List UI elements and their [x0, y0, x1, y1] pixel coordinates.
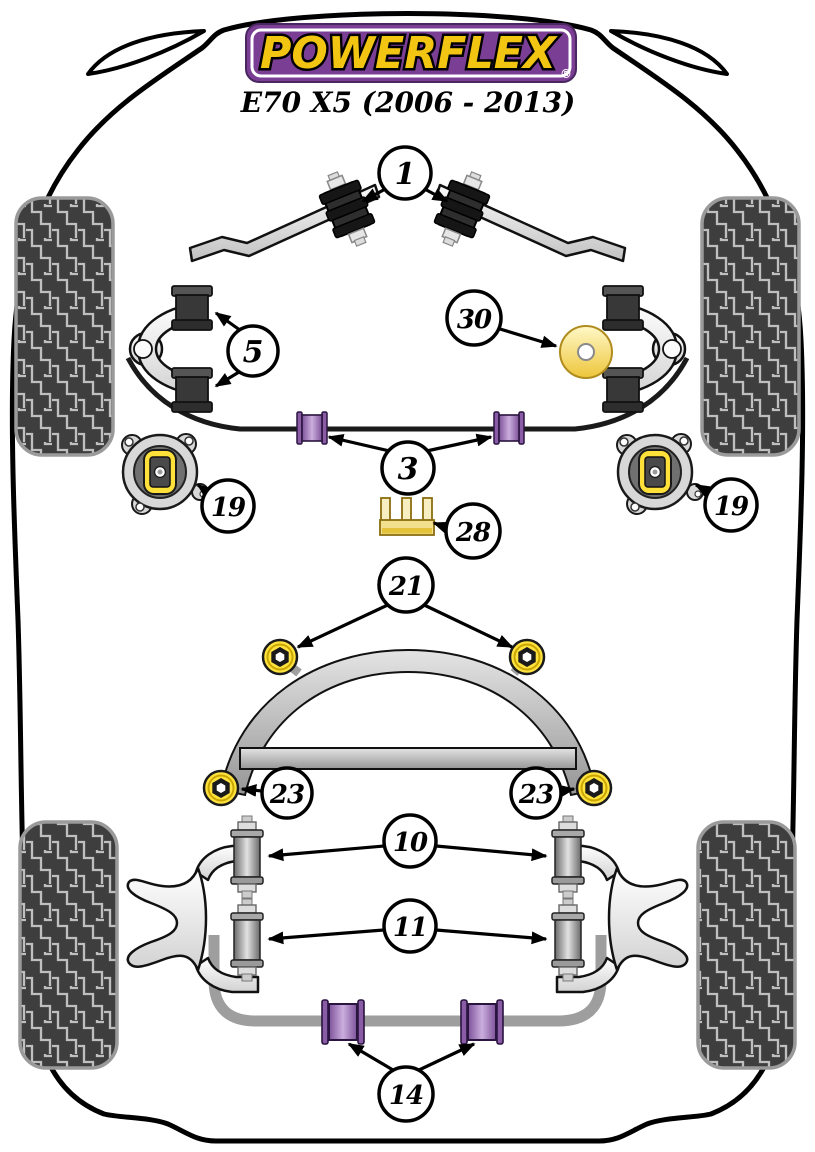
- front-upper-arm-right: [603, 286, 685, 412]
- callout-subframe-rear-right: 23: [509, 766, 563, 820]
- tire-rear-left: [18, 820, 119, 1070]
- car-body-outline: [9, 11, 806, 1144]
- rear-hub-carrier-left: [128, 816, 263, 992]
- engine-mount-left: [120, 432, 210, 516]
- callout-front-arb: 1: [377, 145, 433, 201]
- headlight-right-icon: [609, 29, 729, 76]
- registered-trademark: ®: [560, 67, 572, 81]
- engine-mount-right: [615, 432, 705, 516]
- subframe-rear-bush-left: [202, 769, 240, 807]
- rear-arb-bush-right: [460, 999, 504, 1045]
- callout-subframe-front: 21: [377, 556, 435, 614]
- front-arb-chassis-bar: [125, 356, 690, 432]
- callout-number: 21: [388, 572, 423, 602]
- headlight-left-icon: [86, 29, 206, 76]
- callout-rear-arb: 14: [377, 1065, 435, 1123]
- callout-number: 28: [455, 518, 491, 548]
- rear-hub-carrier-right: [552, 816, 687, 992]
- callout-engine-mount-right: 19: [703, 477, 759, 533]
- callout-rear-upper-arms: 10: [382, 813, 438, 869]
- callout-number: 11: [393, 913, 427, 943]
- callout-front-upper-arms: 5: [226, 324, 280, 378]
- callout-gearbox-bracket: 28: [444, 502, 502, 560]
- tire-front-right: [700, 196, 801, 457]
- callout-number: 1: [395, 157, 416, 192]
- logo-background: [245, 23, 577, 83]
- gearbox-mount-bracket: [379, 497, 435, 536]
- model-title: E70 X5 (2006 - 2013): [240, 86, 575, 119]
- front-upper-arm-left: [130, 286, 212, 412]
- callout-number: 5: [243, 335, 264, 370]
- subframe-front-bush-right: [508, 638, 546, 676]
- arb-chassis-bush-left: [296, 411, 328, 445]
- subframe-brace: [202, 638, 613, 807]
- callout-number: 23: [518, 780, 554, 810]
- callout-number: 10: [393, 828, 428, 858]
- subframe-rear-bush-right: [575, 769, 613, 807]
- logo-inner-border: [250, 28, 572, 78]
- callout-engine-mount-left: 19: [200, 478, 256, 534]
- callout-arb-chassis: 3: [380, 440, 436, 496]
- callout-arrows: [196, 184, 713, 1072]
- rear-arb-bush-left: [321, 999, 365, 1045]
- rear-anti-roll-bar: [208, 935, 607, 1027]
- brand-wordmark: POWERFLEX: [260, 28, 558, 79]
- steering-rack-washer: [559, 325, 613, 379]
- tire-rear-right: [696, 820, 797, 1070]
- arb-chassis-bush-right: [493, 411, 525, 445]
- callout-steering-washer: 30: [445, 289, 503, 347]
- callout-rear-lower-arms: 11: [382, 898, 438, 954]
- callout-number: 19: [714, 492, 749, 522]
- subframe-front-bush-left: [261, 638, 299, 676]
- tire-front-left: [14, 196, 115, 457]
- callout-number: 30: [457, 305, 492, 335]
- callout-subframe-rear-left: 23: [260, 766, 314, 820]
- callout-number: 14: [389, 1081, 423, 1111]
- brand-logo: POWERFLEX ®: [245, 23, 577, 83]
- callout-number: 19: [211, 493, 246, 523]
- callout-number: 3: [398, 452, 419, 487]
- callout-number: 23: [269, 780, 305, 810]
